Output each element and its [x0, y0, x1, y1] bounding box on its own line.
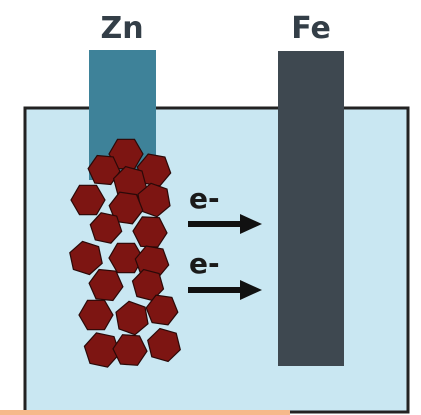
zinc-label: Zn — [100, 11, 143, 46]
electron-arrow-top — [188, 214, 262, 234]
rust-hexagon — [70, 184, 106, 216]
rust-hexagon — [147, 327, 181, 363]
rust-hexagon — [83, 332, 121, 368]
electron-arrow-bottom — [188, 280, 262, 300]
bottom-stripe — [0, 410, 290, 415]
rust-hexagon — [115, 300, 149, 336]
rust-hexagon — [112, 334, 148, 366]
iron-electrode — [278, 51, 344, 366]
electron-label-bottom: e- — [189, 247, 220, 280]
rust-hexagon — [88, 268, 124, 302]
rust-hexagon — [132, 216, 168, 248]
corrosion-deposit — [69, 138, 181, 368]
electron-label-top: e- — [189, 182, 220, 215]
rust-hexagon — [78, 299, 114, 331]
rust-hexagon — [89, 212, 123, 244]
rust-hexagon — [87, 154, 121, 186]
iron-label: Fe — [291, 11, 331, 46]
rust-hexagon — [69, 240, 103, 276]
rust-hexagon — [145, 294, 179, 326]
rust-hexagon — [137, 182, 171, 218]
rust-hexagon — [108, 242, 144, 274]
rust-hexagon — [108, 191, 144, 225]
